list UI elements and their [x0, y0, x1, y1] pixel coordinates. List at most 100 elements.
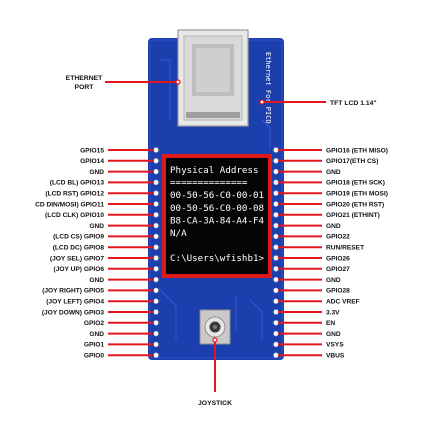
- left-pin-label: (LCD CS) GPIO9: [53, 234, 104, 241]
- right-pin-label: VSYS: [326, 342, 344, 349]
- left-pin-label: (JOY RIGHT) GPIO5: [42, 288, 104, 295]
- ethernet-callout-line-2: PORT: [75, 84, 95, 91]
- lcd-line: B8-CA-3A-84-A4-F4: [170, 215, 265, 226]
- left-pin-pad: [153, 233, 159, 240]
- ethernet-callout: ETHERNET PORT: [66, 75, 181, 91]
- left-pin-pad: [153, 212, 159, 218]
- left-pin-label: GND: [89, 223, 104, 230]
- left-pin-pad: [153, 158, 159, 164]
- joystick-callout: JOYSTICK: [198, 337, 232, 407]
- left-pin-label: (LCD DC) GPIO8: [53, 245, 105, 252]
- right-pin-pad: [273, 276, 279, 283]
- left-pin-pad: [153, 266, 159, 272]
- left-pin-pad: [153, 222, 159, 229]
- right-pin-label: EN: [326, 320, 335, 327]
- left-pin-pad: [153, 287, 159, 294]
- right-pin-label: VBUS: [326, 353, 345, 360]
- right-pin-pad: [273, 222, 279, 229]
- right-pin-pad: [273, 330, 279, 337]
- right-pin-pad: [273, 201, 279, 207]
- right-pin-label: GPIO27: [326, 266, 350, 273]
- left-pin-pad: [153, 309, 159, 315]
- left-pin-label: (JOY LEFT) GPIO4: [46, 299, 104, 306]
- right-pin-pad: [273, 352, 279, 358]
- left-pin-pad: [153, 320, 159, 326]
- right-pin-pad: [273, 309, 279, 315]
- left-pin-label: (JOY UP) GPIO6: [54, 266, 105, 273]
- left-pin-label: GND: [89, 331, 104, 338]
- left-pin-label: (LCD CLK) GPIO10: [45, 212, 104, 219]
- right-pin-pad: [273, 341, 279, 348]
- left-pin-label: GPIO15: [80, 147, 104, 154]
- left-pin-label: GPIO1: [84, 342, 104, 349]
- right-pin-label: GPIO26: [326, 255, 350, 262]
- right-pin-label: RUN/RESET: [326, 245, 364, 252]
- left-pin-label: (LCD BL) GPIO13: [50, 180, 105, 187]
- lcd-line: C:\Users\wfishb1>: [170, 253, 265, 264]
- right-pin-header: [273, 147, 279, 358]
- left-pin-label: (JOY DOWN) GPIO3: [42, 309, 104, 316]
- left-pin-pad: [153, 276, 159, 283]
- right-pin-label: GPIO19 (ETH MOSI): [326, 191, 388, 198]
- right-pin-label: GPIO20 (ETH RST): [326, 201, 384, 208]
- left-pin-label: GND: [89, 277, 104, 284]
- left-pin-pad: [153, 330, 159, 337]
- left-pin-pad: [153, 244, 159, 250]
- right-pin-pad: [273, 233, 279, 240]
- left-pin-pad: [153, 341, 159, 348]
- right-pin-pad: [273, 212, 279, 218]
- right-pin-label: 3.3V: [326, 309, 340, 316]
- joystick-callout-label: JOYSTICK: [198, 400, 232, 407]
- left-pin-label: GND: [89, 169, 104, 176]
- right-pin-label: GND: [326, 223, 341, 230]
- lcd-line: Physical Address: [170, 165, 259, 176]
- right-pin-pad: [273, 158, 279, 164]
- left-pin-pad: [153, 352, 159, 358]
- left-pin-label: GPIO2: [84, 320, 104, 327]
- right-pin-pad: [273, 266, 279, 272]
- lcd-screen-text: Physical Address==============00-50-56-C…: [170, 165, 265, 264]
- tft-lcd-callout: TFT LCD 1.14": [259, 99, 377, 107]
- right-pin-pad: [273, 298, 279, 304]
- right-pin-label: GND: [326, 331, 341, 338]
- right-pin-pad: [273, 255, 279, 261]
- left-pin-label: CD DIN/MOSI) GPIO11: [35, 201, 104, 208]
- lcd-line: 00-50-56-C0-00-01: [170, 190, 264, 201]
- ethernet-port: [177, 29, 249, 127]
- right-pin-label: GND: [326, 277, 341, 284]
- lcd-line: N/A: [170, 228, 187, 239]
- left-pin-pad: [153, 168, 159, 175]
- right-pin-label: GPIO28: [326, 288, 350, 295]
- left-pin-label: (LCD RST) GPIO12: [45, 191, 104, 198]
- right-pin-pad: [273, 168, 279, 175]
- ethernet-callout-line-1: ETHERNET: [66, 75, 103, 82]
- lcd-line: 00-50-56-C0-00-08: [170, 203, 264, 214]
- right-pin-label: GPIO18 (ETH SCK): [326, 180, 385, 187]
- left-pin-pad: [153, 179, 159, 186]
- tft-lcd-callout-label: TFT LCD 1.14": [330, 100, 377, 107]
- right-pin-pad: [273, 190, 279, 196]
- tft-lcd: Physical Address==============00-50-56-C…: [162, 154, 272, 278]
- left-pin-pad: [153, 298, 159, 304]
- left-pin-label: GPIO14: [80, 158, 104, 165]
- left-pin-pad: [153, 147, 159, 153]
- left-pin-label: (JOY SEL) GPIO7: [50, 255, 104, 262]
- right-pin-pad: [273, 287, 279, 294]
- lcd-line: ==============: [170, 178, 248, 189]
- right-pin-label: GPIO17(ETH CS): [326, 158, 378, 165]
- left-pin-pad: [153, 201, 159, 207]
- right-pin-label: GND: [326, 169, 341, 176]
- right-pin-pad: [273, 244, 279, 250]
- left-pin-pad: [153, 255, 159, 261]
- right-pin-pad: [273, 320, 279, 326]
- right-pin-pad: [273, 147, 279, 153]
- left-pin-pad: [153, 190, 159, 196]
- right-pin-label: GPIO16 (ETH MISO): [326, 147, 388, 154]
- right-pin-label: GPIO22: [326, 234, 350, 241]
- joystick: [199, 309, 231, 345]
- right-pin-label: GPIO21 (ETHINT): [326, 212, 380, 219]
- right-pin-pad: [273, 179, 279, 186]
- left-pin-label: GPIO0: [84, 353, 104, 360]
